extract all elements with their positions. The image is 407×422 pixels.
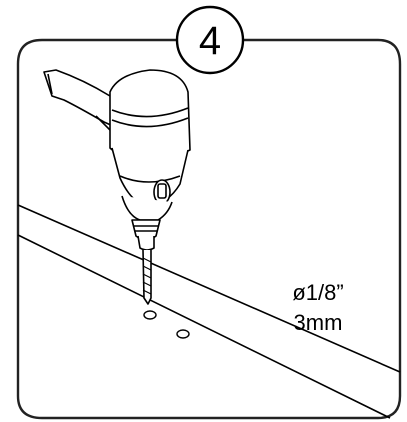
pilot-hole-icon — [143, 310, 190, 339]
drill-size-imperial: ø1/8” — [292, 280, 343, 305]
panel-frame — [16, 38, 402, 420]
drill-motor-housing — [109, 69, 191, 161]
pilot-hole-2 — [176, 329, 190, 339]
step-badge: 4 — [175, 5, 245, 75]
step-number: 4 — [199, 19, 221, 63]
drill-size-metric: 3mm — [294, 310, 343, 335]
pilot-hole-1 — [143, 310, 157, 320]
power-drill-icon — [43, 69, 191, 305]
drill-size-label: ø1/8” 3mm — [292, 280, 343, 335]
board — [17, 204, 401, 419]
